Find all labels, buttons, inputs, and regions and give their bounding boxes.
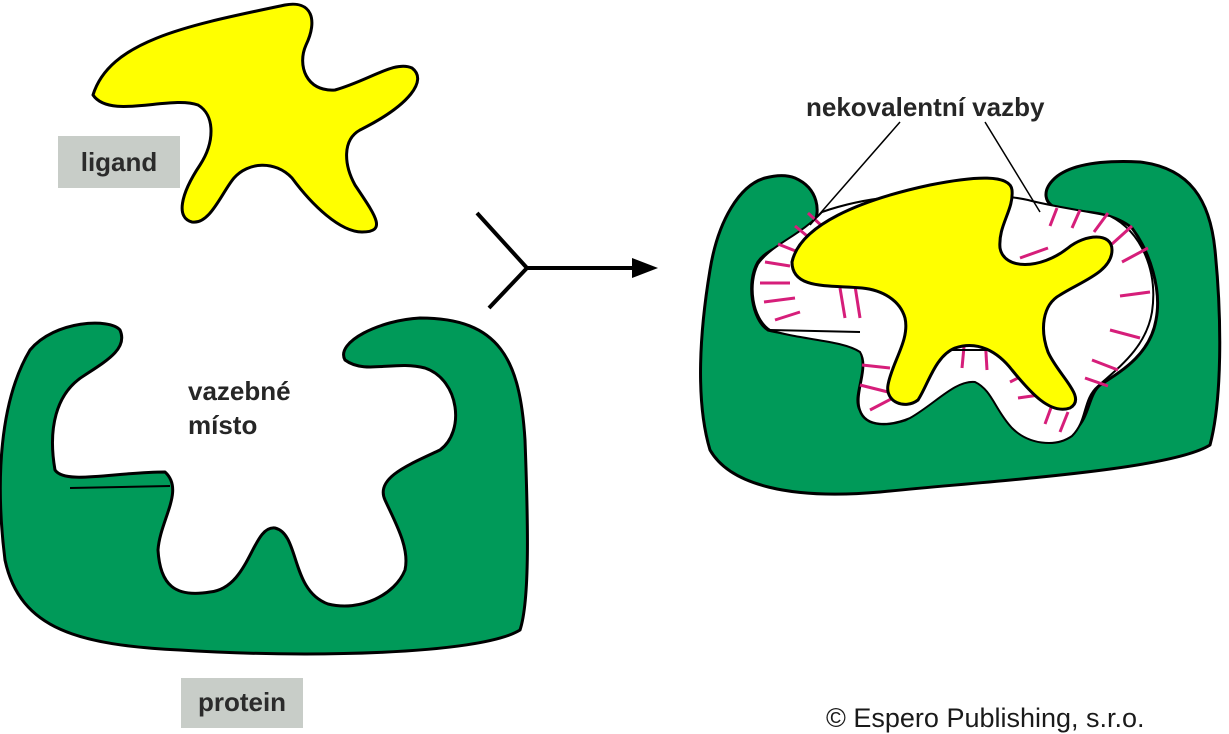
binding-site-label-line2: místo (188, 410, 257, 440)
free-protein-shape (0, 316, 529, 656)
complex-edge-line-left (769, 329, 861, 333)
bound-ligand-shape (790, 176, 1114, 411)
bonds-pointer-line-right (984, 121, 1041, 213)
free-ligand-shape (91, 2, 420, 234)
noncovalent-bonds-label: nekovalentní vazby (806, 92, 1045, 122)
free-protein-edge-line (69, 485, 171, 489)
ligand-label: ligand (81, 147, 158, 177)
binding-arrow-icon (475, 211, 658, 310)
ligand-label-box (58, 136, 180, 188)
copyright-notice: © Espero Publishing, s.r.o. (826, 703, 1145, 733)
arrow-head-icon (632, 258, 658, 278)
bonds-pointer-line-left (809, 121, 901, 226)
binding-site-label-line1: vazebné (188, 376, 291, 406)
arrow-fork-lines (475, 211, 530, 310)
protein-label: protein (198, 687, 286, 717)
protein-label-box (181, 678, 303, 728)
